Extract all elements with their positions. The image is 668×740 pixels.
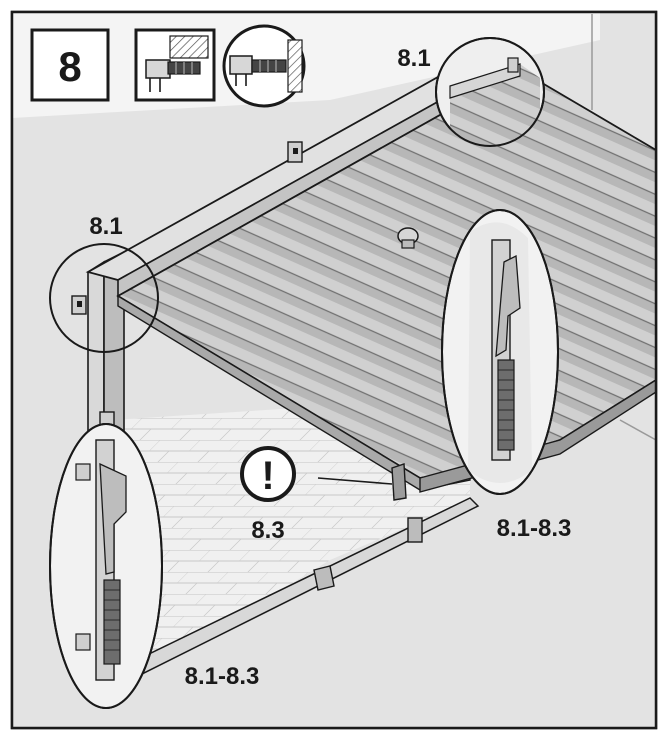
warning-symbol: ! <box>261 454 274 498</box>
spring-coil-right <box>497 359 515 451</box>
warning-icon: ! <box>240 446 296 502</box>
callout-detail-left-spring <box>49 423 163 709</box>
bolt-wall-icon <box>222 24 306 108</box>
callout-detail-right-spring <box>441 209 559 495</box>
callout-label-bottom-left: 8.1-8.3 <box>185 663 260 690</box>
callout-label-top-right: 8.1 <box>397 45 430 72</box>
floor-anchor <box>313 565 335 591</box>
step-badge: 8 <box>30 28 110 102</box>
warning-leader-line <box>317 477 393 485</box>
callout-label-left-top: 8.1 <box>89 213 122 240</box>
garage-floor <box>112 402 470 690</box>
wall-bracket-top <box>287 141 303 163</box>
step-number: 8 <box>58 43 81 90</box>
lever-arm <box>391 463 407 501</box>
wall-bracket-floor-right <box>407 517 423 543</box>
spring-coil-left <box>103 579 121 665</box>
callout-label-right: 8.1-8.3 <box>497 515 572 542</box>
wall-bracket-left-upper <box>71 295 87 315</box>
bracket-wall-icon <box>134 28 216 102</box>
callout-detail-left-top <box>49 243 159 353</box>
callout-label-center: 8.3 <box>251 517 284 544</box>
callout-detail-top-right <box>435 37 545 150</box>
